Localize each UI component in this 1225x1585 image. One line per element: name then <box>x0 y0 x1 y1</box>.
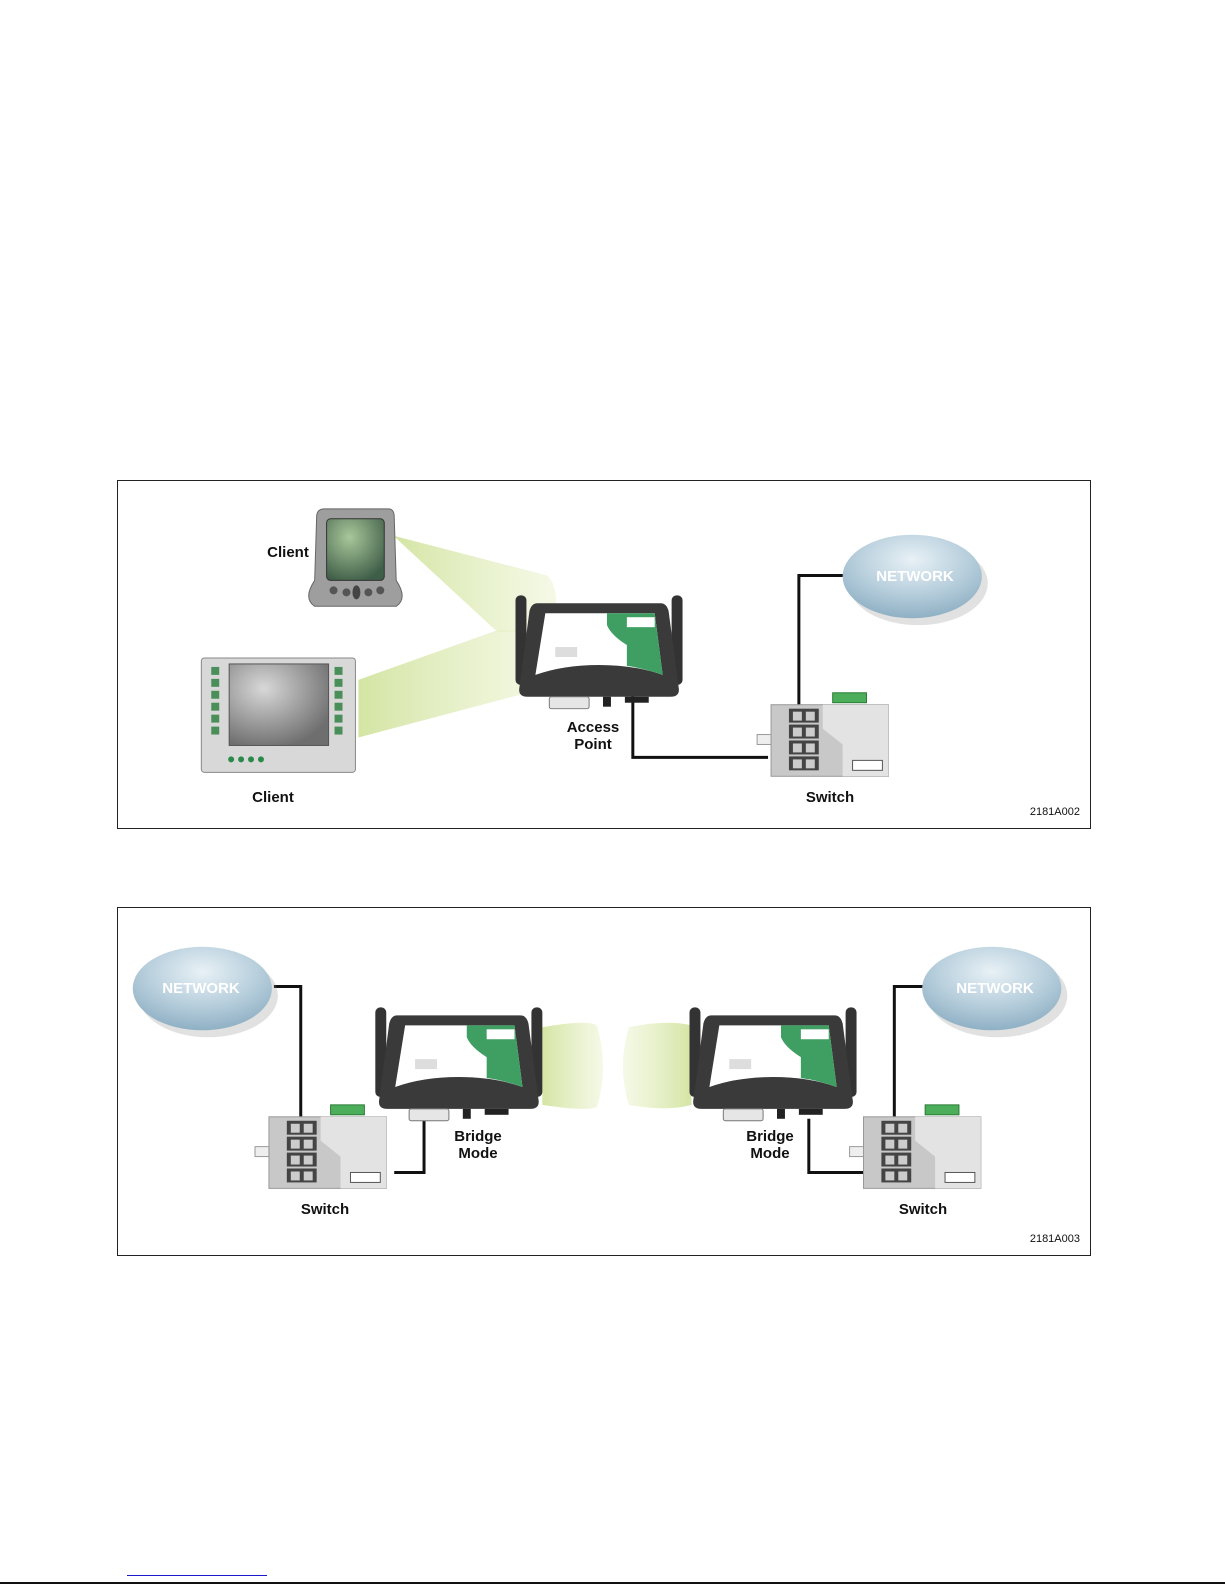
switch-device <box>756 692 889 777</box>
network-cloud-left <box>132 946 272 1031</box>
switch-cable <box>631 684 769 759</box>
network-cloud <box>842 534 982 619</box>
radio-beam <box>393 535 557 633</box>
figure-id: 2181A003 <box>1029 1233 1080 1245</box>
footer-rule <box>0 1582 1225 1584</box>
switch-cable-left <box>394 1118 426 1174</box>
network-cable-right <box>892 985 924 1159</box>
radio-beam <box>542 1022 604 1109</box>
bridge-mode-label-left: Bridge Mode <box>454 1128 502 1162</box>
client-label-top: Client <box>267 544 309 561</box>
figure-access-point: Client Client Access Point Switch NETWOR… <box>117 480 1091 829</box>
network-label-left: NETWORK <box>162 980 240 997</box>
network-label-right: NETWORK <box>956 980 1034 997</box>
bridge-device-right <box>689 1006 858 1122</box>
switch-label: Switch <box>805 789 855 806</box>
network-cable <box>797 573 861 712</box>
bridge-device-left <box>374 1006 543 1122</box>
network-cable-left <box>273 985 303 1155</box>
radio-beam <box>622 1022 692 1109</box>
switch-cable-right <box>807 1118 866 1174</box>
switch-device-right <box>849 1104 982 1189</box>
bridge-mode-label-right: Bridge Mode <box>746 1128 794 1162</box>
switch-device-left <box>254 1104 387 1189</box>
access-point-label: Access Point <box>566 719 620 753</box>
hmi-panel-client-device <box>200 657 356 773</box>
client-label-bottom: Client <box>252 789 294 806</box>
switch-label-right: Switch <box>898 1201 948 1218</box>
switch-label-left: Switch <box>300 1201 350 1218</box>
radio-beam <box>358 630 558 738</box>
footer-link-underline[interactable] <box>127 1575 267 1576</box>
figure-id: 2181A002 <box>1029 806 1080 818</box>
access-point-diagram <box>200 508 988 777</box>
pda-client-device <box>308 508 403 607</box>
figure-bridge-mode: NETWORK NETWORK Bridge Mode Bridge Mode … <box>117 907 1091 1256</box>
network-cloud-right <box>922 946 1062 1031</box>
access-point-device <box>515 594 684 710</box>
network-label: NETWORK <box>876 568 954 585</box>
bridge-mode-diagram <box>132 946 1068 1189</box>
